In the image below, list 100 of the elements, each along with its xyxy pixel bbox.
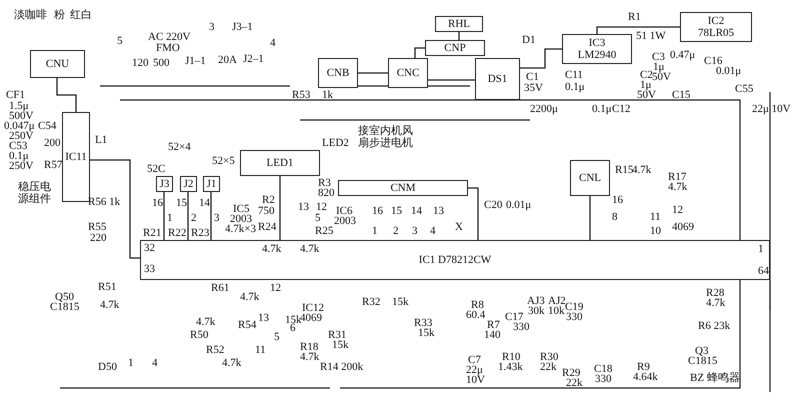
component-label: R57 (44, 160, 62, 172)
component-label: 20A (218, 55, 237, 67)
component-label: 51 1W (636, 31, 666, 43)
regulator-chip: IC2 78LR05 (680, 12, 752, 42)
component-label: 22μ 10V (752, 104, 791, 116)
component-label: 4.7k (262, 244, 282, 256)
wire (468, 187, 479, 240)
component-label: X (455, 222, 463, 234)
component-label: AJ2 (548, 296, 566, 307)
component-label: R33 (414, 318, 432, 329)
component-label: 4.7k (240, 292, 260, 304)
wire (596, 26, 680, 34)
component-label: D50 (98, 362, 117, 374)
component-label: IC6 (336, 206, 352, 217)
wire (428, 79, 475, 81)
component-label: R52 (206, 345, 224, 357)
connector-block: CNL (570, 160, 610, 196)
component-label: 30k (528, 306, 544, 318)
component-label: C17 (505, 312, 524, 323)
component-label: C20 (484, 200, 502, 212)
wire (163, 192, 165, 240)
component-label: 1.43k (498, 362, 523, 374)
component-label: 红白 (70, 10, 92, 22)
component-label: 250V (9, 161, 34, 173)
component-label: 820 (318, 188, 334, 200)
component-label: C11 (565, 70, 583, 82)
component-label: 6 (290, 323, 296, 335)
component-label: J1–1 (185, 56, 206, 68)
component-label: 3 (214, 213, 220, 225)
component-label: R24 (258, 222, 276, 234)
component-label: 1μ (653, 62, 664, 73)
connector-block: CNU (30, 50, 85, 78)
component-label: R53 (292, 90, 310, 102)
led-block: LED1 (240, 150, 320, 176)
component-label: C15 (672, 90, 690, 102)
component-label: 2 (393, 226, 398, 238)
component-label: R22 (168, 228, 186, 240)
wire (187, 192, 189, 240)
component-label: 4.7k (100, 300, 120, 312)
component-label: Q50 (55, 292, 74, 303)
component-label: 500 (153, 58, 170, 70)
connector-block: CNM (338, 180, 468, 196)
component-label: 12 (270, 283, 281, 295)
component-label: D1 (522, 35, 536, 47)
component-label: R17 (668, 172, 686, 183)
component-label: 8 (612, 212, 618, 224)
component-label: C12 (612, 104, 630, 116)
component-label: R30 (540, 352, 558, 363)
component-label: R18 (300, 342, 318, 353)
component-label: 0.1μ (565, 82, 585, 94)
component-label: 500V (9, 111, 34, 122)
component-label: 4 (270, 38, 276, 50)
component-label: R15 (615, 165, 634, 177)
component-label: 5 (117, 36, 122, 48)
component-label: 0.1μ (592, 104, 612, 116)
component-label: 15k (392, 297, 408, 309)
component-label: 52C (147, 164, 166, 176)
component-label: 1k (322, 90, 333, 102)
component-label: 0.047μ (4, 121, 35, 132)
component-label: 1.5μ (9, 101, 29, 112)
heater-element: RHL (435, 16, 483, 32)
component-label: 10 (650, 226, 661, 238)
component-label: 330 (513, 322, 530, 334)
component-label: 140 (484, 330, 500, 342)
component-label: 1 (758, 244, 764, 256)
component-label: 2003 (334, 216, 356, 228)
component-label: 10V (466, 375, 485, 387)
regulator-chip: IC3 LM2940 (562, 34, 632, 64)
component-label: 16 (372, 206, 383, 218)
component-label: 15k (332, 340, 348, 352)
component-label: 淡咖啡 (14, 10, 47, 22)
component-label: 4.64k (633, 372, 658, 384)
component-label: J2–1 (243, 54, 264, 66)
component-label: C18 (594, 364, 612, 375)
component-label: 52×5 (212, 156, 235, 168)
component-label: R55 (88, 222, 106, 234)
connector-block: CNP (425, 40, 485, 56)
component-label: 0.01μ (716, 66, 742, 78)
component-label: R21 (143, 228, 162, 240)
bridge-rectifier: DS1 (475, 58, 520, 100)
component-label: 2 (191, 213, 196, 225)
component-label: 4.7k (196, 317, 216, 329)
component-label: 4.7k (668, 182, 688, 194)
component-label: 200 (44, 138, 60, 150)
component-label: L1 (95, 135, 108, 147)
component-label: CF1 (6, 90, 25, 102)
component-label: FMO (156, 43, 180, 55)
wire (589, 196, 591, 240)
component-label: 32 (144, 243, 155, 255)
component-label: 33 (144, 264, 155, 276)
component-label: R51 (98, 282, 116, 294)
component-label: R32 (362, 297, 380, 309)
component-label: 120 (132, 58, 148, 70)
component-label: 11 (650, 212, 661, 224)
component-label: R3 (318, 178, 331, 189)
component-label: 15 (176, 198, 187, 210)
component-label: 52×4 (168, 142, 191, 154)
component-label: R28 (706, 288, 724, 299)
component-label: R31 (328, 330, 346, 341)
component-label: R61 (211, 283, 230, 295)
